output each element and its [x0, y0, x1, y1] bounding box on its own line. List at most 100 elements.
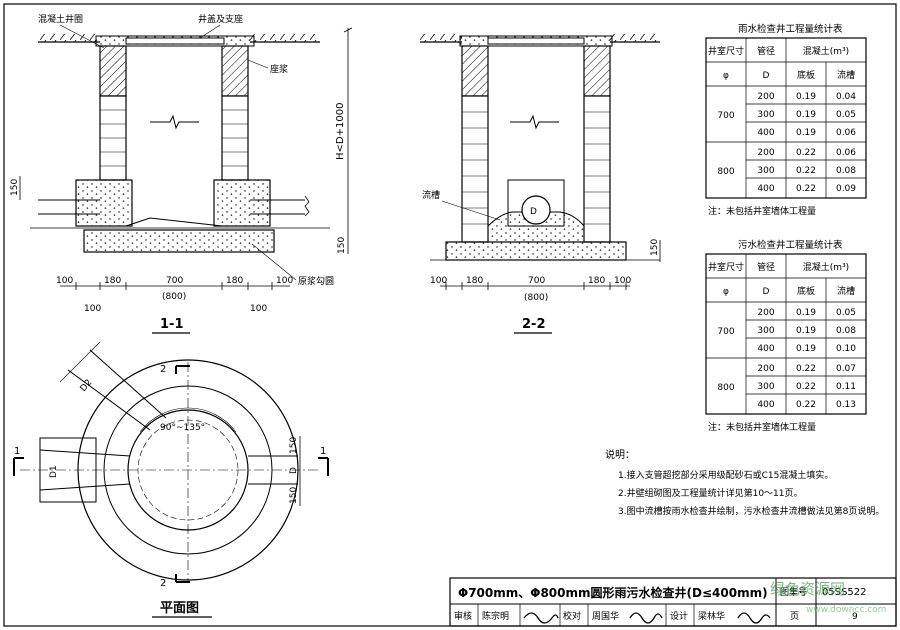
section-2-2: D 150 流槽 100 180 700 180 100 (800) 2-2	[420, 34, 661, 334]
table-cell: 300	[757, 382, 774, 392]
table-well-size: 700	[717, 111, 734, 121]
table-well-size: 700	[717, 327, 734, 337]
height-dim-label: H<D+1000	[335, 103, 346, 160]
rain-table-title: 雨水检查井工程量统计表	[738, 23, 843, 35]
table-cell: 300	[757, 166, 774, 176]
table-cell: 0.22	[796, 184, 816, 194]
table-cell: 0.05	[836, 308, 856, 318]
table-cell: 200	[757, 92, 774, 102]
dim-700-b: 700	[528, 276, 545, 286]
dim-180-d: 180	[588, 276, 605, 286]
table-cell: 0.19	[796, 344, 816, 354]
table-cell: 0.22	[796, 166, 816, 176]
atlas-label: 图集号	[780, 586, 807, 598]
section-1-1: H<D+1000 150 150 100 180 700 180 100 (80…	[10, 13, 353, 334]
table-cell: 0.19	[796, 110, 816, 120]
pipe-d-label-2-2: D	[530, 207, 537, 217]
dim-180-c: 180	[466, 276, 483, 286]
rain-table-note: 注：未包括井室墙体工程量	[708, 205, 816, 217]
review-name: 陈宗明	[482, 610, 509, 622]
table-cell: 0.07	[836, 364, 856, 374]
dim-100-c: 100	[84, 304, 101, 314]
review-label: 审核	[454, 610, 472, 622]
table-cell: 0.09	[836, 184, 856, 194]
dim-100-f: 100	[614, 276, 631, 286]
watermark-url: www.downcc.com	[806, 605, 886, 615]
review-signature	[523, 612, 559, 624]
table-cell: 0.19	[796, 128, 816, 138]
label-cover-seat: 井盖及支座	[198, 13, 243, 25]
dim-800-a: (800)	[162, 292, 186, 302]
dim-800-b: (800)	[524, 293, 548, 303]
dim-d1: D1	[49, 465, 59, 478]
dim-150-base: 150	[337, 237, 347, 254]
note-item-1: 1.接入支管超挖部分采用级配砂石或C15混凝土填实。	[618, 469, 833, 481]
table-cell: 200	[757, 148, 774, 158]
drawing-title: Φ700mm、Φ800mm圆形雨污水检查井(D≤400mm)	[458, 585, 768, 600]
table-cell: 0.22	[796, 400, 816, 410]
dim-700-a: 700	[166, 276, 183, 286]
dim-180-b: 180	[226, 276, 243, 286]
note-item-2: 2.井壁组砌图及工程量统计详见第10～11页。	[618, 487, 803, 499]
sewage-table-title: 污水检查井工程量统计表	[738, 239, 843, 251]
angle-label: 90°~135°	[160, 423, 205, 433]
plan-view: 90°~135° 1 1 2 2 D1 D2 150 D 150 平面图	[13, 341, 329, 618]
atlas-number: 05SS522	[822, 587, 867, 598]
table-cell: 0.22	[796, 148, 816, 158]
dim-100-b: 100	[276, 276, 293, 286]
table-cell: 300	[757, 110, 774, 120]
table-cell: 0.11	[836, 382, 856, 392]
sewage-table: 污水检查井工程量统计表	[705, 239, 867, 415]
table-cell: 200	[757, 364, 774, 374]
design-name: 梁林华	[698, 610, 725, 622]
table-header-concrete: 混凝土(m³)	[803, 261, 849, 273]
dim-150-base-2: 150	[650, 239, 660, 256]
dim-100-e: 100	[430, 276, 447, 286]
table-cell: 0.08	[836, 166, 856, 176]
table-cell: 400	[757, 344, 774, 354]
table-sub-channel: 流槽	[837, 285, 855, 297]
table-sub-base: 底板	[797, 69, 815, 81]
table-cell: 0.06	[836, 148, 856, 158]
section-mark-2-top: 2	[160, 364, 166, 375]
label-original-backfill: 原浆勾圆	[298, 275, 334, 287]
page-number: 9	[852, 612, 858, 622]
note-item-3: 3.图中流槽按雨水检查井绘制，污水检查井流槽做法见第8页说明。	[618, 505, 884, 517]
table-well-size: 800	[717, 383, 734, 393]
section-mark-1-left: 1	[14, 446, 20, 457]
table-cell: 0.22	[796, 364, 816, 374]
table-sub-phi: φ	[723, 71, 729, 81]
section-2-2-title: 2-2	[522, 317, 546, 332]
section-mark-1-right: 1	[320, 446, 326, 457]
dim-180-a: 180	[104, 276, 121, 286]
table-sub-d: D	[763, 71, 770, 81]
check-name: 周国华	[592, 610, 619, 622]
dim-150-plan-b: 150	[289, 487, 299, 504]
check-label: 校对	[563, 610, 581, 622]
label-channel: 流槽	[422, 189, 440, 201]
table-cell: 0.06	[836, 128, 856, 138]
table-sub-d: D	[763, 287, 770, 297]
label-base-slurry: 座浆	[270, 63, 288, 75]
table-cell: 0.19	[796, 92, 816, 102]
check-signature	[629, 612, 663, 624]
table-cell: 400	[757, 184, 774, 194]
table-cell: 0.05	[836, 110, 856, 120]
notes-heading: 说明：	[605, 448, 635, 461]
label-concrete-ring: 混凝土井圈	[38, 13, 83, 25]
dim-100-d: 100	[250, 304, 267, 314]
rain-table: 雨水检查井工程量统计表	[705, 23, 867, 199]
table-header-well: 井室尺寸	[708, 45, 744, 57]
dim-150-left: 150	[10, 179, 20, 196]
title-block: Φ700mm、Φ800mm圆形雨污水检查井(D≤400mm) 图集号 05SS5…	[449, 577, 897, 627]
dim-d2: D2	[79, 378, 95, 394]
table-cell: 0.13	[836, 400, 856, 410]
table-cell: 0.19	[796, 308, 816, 318]
watermark-text: 绿色资源网	[770, 580, 845, 598]
dim-d-plan: D	[289, 467, 299, 474]
table-cell: 0.08	[836, 326, 856, 336]
design-signature	[737, 612, 771, 624]
